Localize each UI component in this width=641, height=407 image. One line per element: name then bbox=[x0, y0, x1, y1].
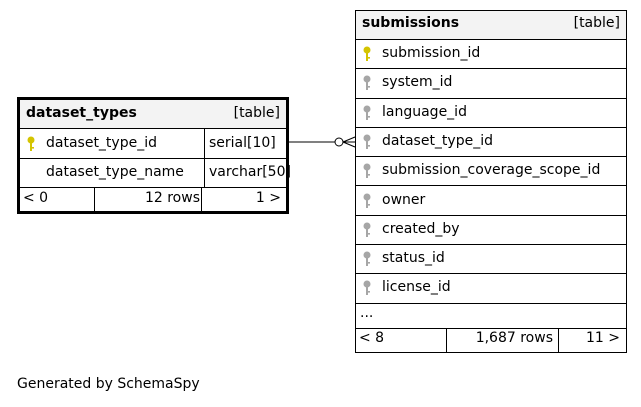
table-row[interactable]: language_id bbox=[356, 99, 626, 128]
table-header: submissions [table] bbox=[356, 11, 626, 40]
table-footer: < 0 12 rows 1 > bbox=[20, 188, 286, 211]
column-name: dataset_type_name bbox=[46, 164, 184, 180]
crowfoot-lower bbox=[342, 141, 356, 148]
column-name: submission_coverage_scope_id bbox=[382, 162, 601, 179]
table-footer: < 8 1,687 rows 11 > bbox=[356, 328, 626, 352]
foreign-key-icon bbox=[363, 105, 371, 120]
table-name: submissions bbox=[362, 15, 460, 31]
column-type: serial[10] bbox=[204, 129, 276, 158]
row-count: 12 rows bbox=[144, 190, 200, 206]
table-row[interactable]: system_id bbox=[356, 69, 626, 99]
generated-by-note: Generated by SchemaSpy bbox=[17, 376, 200, 392]
foreign-key-icon bbox=[363, 75, 371, 91]
table-header: dataset_types [table] bbox=[20, 100, 286, 129]
table-kind: [table] bbox=[233, 105, 280, 121]
column-name: submission_id bbox=[382, 45, 481, 61]
column-name: system_id bbox=[382, 74, 453, 91]
foreign-key-icon bbox=[363, 163, 371, 179]
foreign-key-icon bbox=[363, 251, 371, 267]
parents-count[interactable]: < 8 bbox=[359, 330, 385, 346]
children-count[interactable]: 1 > bbox=[255, 190, 281, 206]
foreign-key-icon bbox=[363, 134, 371, 149]
column-name: dataset_type_id bbox=[382, 132, 493, 149]
foreign-key-icon bbox=[363, 222, 371, 237]
column-name: dataset_type_id bbox=[46, 135, 157, 151]
crowfoot-upper bbox=[342, 136, 356, 143]
foreign-key-icon bbox=[363, 193, 371, 208]
table-kind: [table] bbox=[573, 15, 620, 31]
table-row[interactable]: created_by bbox=[356, 216, 626, 246]
table-row[interactable]: submission_id bbox=[356, 40, 626, 70]
table-row[interactable]: status_id bbox=[356, 245, 626, 275]
parents-count[interactable]: < 0 bbox=[23, 190, 49, 206]
table-row[interactable]: dataset_type_name varchar[50] bbox=[20, 159, 291, 188]
table-row[interactable]: dataset_type_id bbox=[356, 128, 626, 158]
foreign-key-icon bbox=[363, 280, 371, 296]
table-name: dataset_types bbox=[26, 105, 137, 121]
submissions-table[interactable]: submissions [table] submission_id system_… bbox=[355, 10, 627, 353]
dataset-types-table[interactable]: dataset_types [table] dataset_type_id se… bbox=[17, 97, 291, 214]
table-row[interactable]: submission_coverage_scope_id bbox=[356, 157, 626, 187]
column-name: owner bbox=[382, 191, 426, 208]
children-count[interactable]: 11 > bbox=[586, 330, 620, 346]
column-name: created_by bbox=[382, 220, 460, 237]
column-name: license_id bbox=[382, 279, 451, 296]
column-type: varchar[50] bbox=[204, 159, 291, 187]
column-name: status_id bbox=[382, 250, 445, 267]
row-count: 1,687 rows bbox=[475, 330, 553, 346]
more-columns-row: ... bbox=[356, 303, 626, 329]
zero-cardinality-circle bbox=[334, 137, 344, 147]
table-row[interactable]: license_id bbox=[356, 274, 626, 304]
table-row[interactable]: owner bbox=[356, 187, 626, 216]
table-row[interactable]: dataset_type_id serial[10] bbox=[20, 129, 286, 159]
more-columns: ... bbox=[360, 305, 374, 321]
primary-key-icon bbox=[27, 136, 35, 151]
primary-key-icon bbox=[363, 46, 371, 61]
column-name: language_id bbox=[382, 103, 467, 120]
